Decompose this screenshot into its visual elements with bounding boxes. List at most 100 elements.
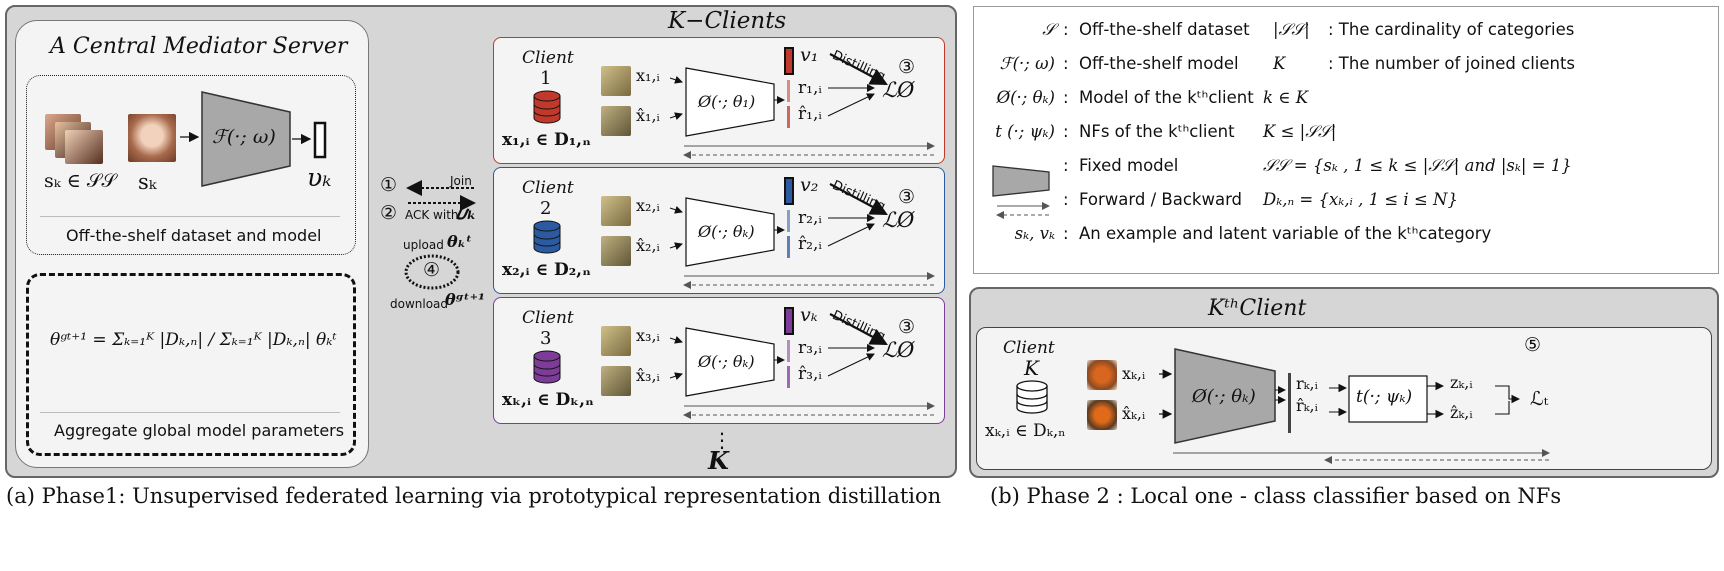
v-k-vector — [313, 121, 327, 159]
r-k-vector — [1288, 373, 1291, 403]
v-label: 𝑣₂ — [800, 174, 819, 196]
local-model-trapezoid — [685, 327, 775, 397]
legend-description: Off-the-shelf dataset — [1079, 20, 1250, 39]
phase2-model-label: Ø(·; θₖ) — [1192, 386, 1256, 407]
clients-title: K−Clients — [668, 8, 787, 34]
augmented-sample-image — [601, 366, 631, 396]
local-model-trapezoid — [685, 67, 775, 137]
rh-vector — [787, 366, 790, 388]
ack-label: ACK with — [405, 208, 459, 222]
legend-colon: : — [1063, 224, 1069, 243]
legend-symbol: ℱ(·; ω) — [999, 54, 1055, 73]
legend-symbols — [992, 165, 1050, 219]
join-label: Join — [450, 174, 472, 188]
client-number: 1 — [540, 68, 552, 89]
rh-label: r̂₂,ᵢ — [798, 234, 822, 254]
loss-label: ℒØ — [882, 338, 915, 362]
download-theta: θᵍᵗ⁺¹ — [445, 290, 486, 309]
rh-vector — [787, 106, 790, 128]
legend-row: sₖ, 𝑣ₖ : An example and latent variable … — [973, 224, 1593, 258]
loss-label: ℒØ — [882, 78, 915, 102]
legend-description: Fixed model — [1079, 156, 1179, 175]
legend-description: Model of the kᵗʰclient — [1079, 88, 1254, 107]
augmented-sample-image — [601, 106, 631, 136]
legend-colon: : — [1063, 156, 1069, 175]
sync-cycle — [404, 254, 460, 290]
legend-symbol: t (·; ψₖ) — [995, 122, 1055, 141]
server-title: A Central Mediator Server — [50, 34, 348, 59]
client-data-label: x₁,ᵢ ∈ D₁,ₙ — [502, 130, 591, 150]
dataset-model-caption: Off-the-shelf dataset and model — [66, 226, 322, 245]
upload-label: upload — [403, 238, 444, 252]
upload-theta: θₖᵗ — [447, 232, 472, 251]
s-label: sₖ — [138, 170, 157, 194]
k-label: K — [708, 446, 729, 475]
s-set-label: sₖ ∈ 𝒮𝒮 — [44, 170, 117, 192]
step4-marker: ④ — [423, 259, 441, 281]
fixed-model-trapezoid — [201, 91, 291, 187]
legend: 𝒮 : Off-the-shelf dataset |𝒮𝒮| : The car… — [973, 20, 1713, 270]
nf-label: t(·; ψₖ) — [1356, 387, 1413, 407]
fixed-model-trapezoid-icon — [992, 165, 1050, 197]
database-icon — [533, 350, 561, 384]
legend-colon: : — [1063, 190, 1069, 209]
loss-label: ℒØ — [882, 208, 915, 232]
x-label: x₃,ᵢ — [636, 326, 660, 345]
client-label: Client — [522, 308, 574, 328]
client-number: 3 — [540, 328, 552, 349]
legend-colon: : — [1063, 88, 1069, 107]
client-box: Client 1 x₁,ᵢ ∈ D₁,ₙ x₁,ᵢ x̂₁,ᵢ — [493, 37, 945, 164]
legend-row: t (·; ψₖ) : NFs of the kᵗʰclient K ≤ |𝒮𝒮… — [973, 122, 1593, 156]
client-k-data: xₖ,ᵢ ∈ Dₖ,ₙ — [985, 421, 1066, 441]
xh-label: x̂₃,ᵢ — [636, 366, 660, 385]
client-arrows — [669, 307, 935, 419]
legend-row: : Forward / Backward Dₖ,ₙ = {xₖ,ᵢ , 1 ≤ … — [973, 190, 1593, 224]
legend-colon: : — [1063, 122, 1069, 141]
legend-description: Off-the-shelf model — [1079, 54, 1239, 73]
legend-right-symbol: Dₖ,ₙ = {xₖ,ᵢ , 1 ≤ i ≤ N} — [1263, 190, 1458, 209]
database-icon — [533, 90, 561, 124]
x-k-label: xₖ,ᵢ — [1122, 364, 1146, 383]
step3-marker: ③ — [898, 186, 916, 208]
legend-row: Ø(·; θₖ) : Model of the kᵗʰclient k ∈ K — [973, 88, 1593, 122]
sample-image — [601, 326, 631, 356]
rh-k-vector — [1288, 403, 1291, 433]
server-diagram — [180, 91, 327, 187]
zh-k-label: ẑₖ,ᵢ — [1450, 403, 1473, 422]
v-vector — [784, 177, 794, 205]
client-label: Client — [522, 48, 574, 68]
legend-row: : Fixed model 𝒮𝒮 = {sₖ , 1 ≤ k ≤ |𝒮𝒮| an… — [973, 156, 1593, 190]
loss-t-label: ℒₜ — [1530, 388, 1549, 410]
database-icon — [1016, 380, 1048, 414]
download-label: download — [390, 297, 449, 311]
phase2-caption: (b) Phase 2 : Local one - class classifi… — [990, 484, 1562, 508]
xh-label: x̂₂,ᵢ — [636, 236, 660, 255]
legend-symbol: Ø(·; θₖ) — [996, 88, 1055, 107]
v-vector — [784, 307, 794, 335]
r-label: r₃,ᵢ — [798, 338, 822, 358]
database-icon — [533, 220, 561, 254]
client-data-label: x₂,ᵢ ∈ D₂,ₙ — [502, 260, 591, 280]
fox-image — [1087, 360, 1117, 390]
v-label: 𝑣ₖ — [800, 304, 818, 326]
nf-box — [1348, 375, 1428, 423]
client-k-label: Client — [1003, 338, 1055, 358]
rh-label: r̂₁,ᵢ — [798, 104, 822, 124]
legend-description: Forward / Backward — [1079, 190, 1243, 209]
step2-marker: ② — [380, 202, 398, 224]
legend-colon: : — [1063, 20, 1069, 39]
step3-marker: ③ — [898, 56, 916, 78]
client-box: Client 2 x₂,ᵢ ∈ D₂,ₙ x₂,ᵢ x̂₂,ᵢ — [493, 167, 945, 294]
local-model-label: Ø(·; θ₁) — [698, 92, 756, 111]
ack-v-label: 𝜐ₖ — [456, 202, 477, 224]
model-label: ℱ(·; ω) — [212, 126, 276, 148]
legend-colon: : — [1063, 54, 1069, 73]
more-clients-dots: ⋮ — [712, 428, 732, 452]
aggregate-box — [26, 273, 356, 456]
local-model-label: Ø(·; θₖ) — [698, 352, 755, 371]
x-label: x₁,ᵢ — [636, 66, 660, 85]
face-image — [128, 114, 176, 162]
legend-right-symbol: k ∈ K — [1263, 88, 1309, 107]
server-panel — [15, 20, 369, 468]
client-k-num: K — [1024, 356, 1039, 380]
